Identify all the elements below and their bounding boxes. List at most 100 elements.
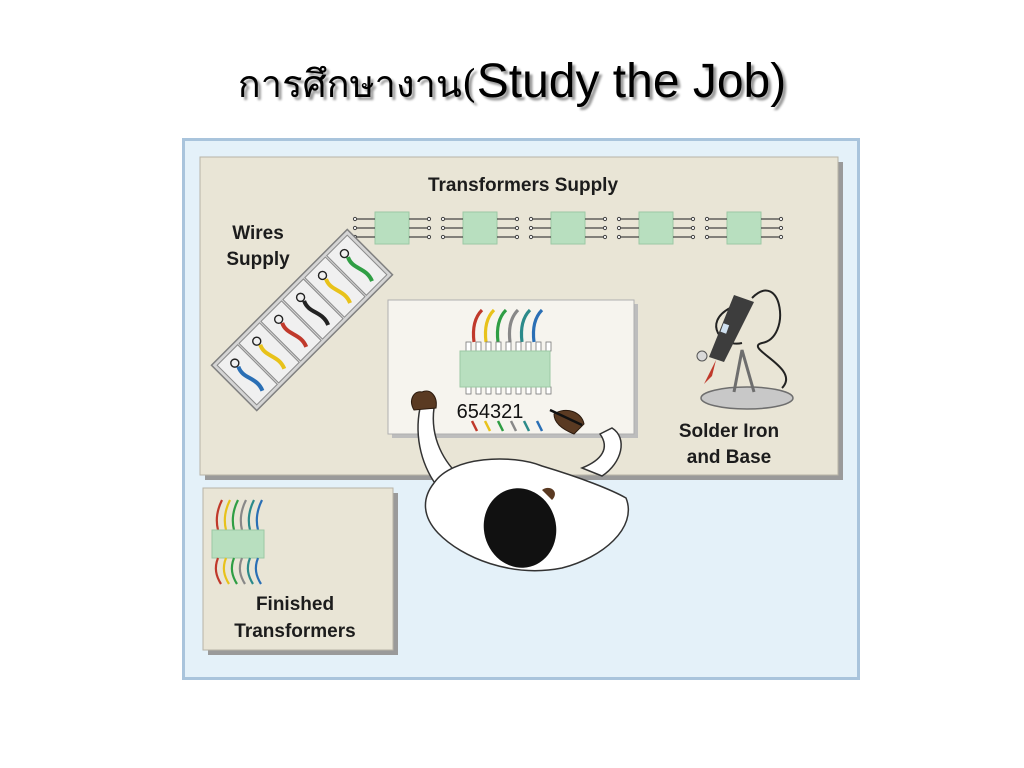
supply-lead-end xyxy=(778,216,784,222)
wire-coil xyxy=(339,248,350,259)
supply-lead-end xyxy=(778,234,784,240)
wire-compartment xyxy=(282,278,344,340)
worker-ear xyxy=(542,487,555,500)
supply-lead-end xyxy=(690,234,696,240)
worker-pen xyxy=(549,408,583,427)
solder-iron-body xyxy=(709,295,754,362)
board-wire-cut xyxy=(509,420,518,432)
board-pin xyxy=(505,386,512,395)
supply-lead-end xyxy=(352,225,358,231)
finished-transformer xyxy=(211,529,265,559)
board-wire-cut xyxy=(470,420,479,432)
title-thai: การศึกษางาน( xyxy=(237,62,477,106)
finished-wire-bottom xyxy=(238,557,246,585)
board-pin xyxy=(465,341,472,352)
solder-knob xyxy=(696,350,708,362)
board-pin xyxy=(495,341,502,352)
board-wire-cut xyxy=(535,420,544,432)
board-pin xyxy=(475,386,482,395)
wire-coil xyxy=(252,336,262,346)
supply-lead-end xyxy=(690,216,696,222)
supply-transformer-body xyxy=(638,211,674,245)
supply-lead-end xyxy=(602,234,608,240)
slide-title: การศึกษางาน(Study the Job) xyxy=(0,58,1024,106)
board-wire xyxy=(519,308,532,343)
board-pin xyxy=(535,341,542,352)
solder-label-line2: and Base xyxy=(687,447,771,468)
board-pin xyxy=(505,341,512,352)
supply-lead-end xyxy=(440,225,446,231)
finished-wire-top xyxy=(215,499,223,531)
board-wire xyxy=(507,308,520,343)
worker-right-arm xyxy=(579,427,622,477)
board-pin xyxy=(485,341,492,352)
solder-iron-tip xyxy=(704,360,716,384)
supply-transformer-body xyxy=(374,211,410,245)
transformers-supply-label: Transformers Supply xyxy=(428,175,618,196)
supply-lead-end xyxy=(528,216,534,222)
solder-base xyxy=(700,386,794,410)
board-wires-top xyxy=(471,308,544,343)
worker-head xyxy=(483,488,557,568)
supply-transformer xyxy=(616,211,696,245)
supply-lead-end xyxy=(528,234,534,240)
board-pin xyxy=(475,341,482,352)
board-wire xyxy=(531,308,544,343)
finished-wire-top xyxy=(255,499,263,531)
board-pin xyxy=(495,386,502,395)
wire-compartment xyxy=(326,234,388,296)
solder-stand xyxy=(732,349,756,393)
wires-supply-label-line2: Supply xyxy=(226,249,290,270)
supply-lead-end xyxy=(616,234,622,240)
wire-strand xyxy=(324,278,352,304)
wire-strand xyxy=(302,300,331,326)
board-pin xyxy=(465,386,472,395)
supply-lead-end xyxy=(440,216,446,222)
supply-transformer xyxy=(440,211,520,245)
supply-lead-end xyxy=(704,234,710,240)
wire-coil xyxy=(295,292,306,303)
solder-iron-and-base xyxy=(696,289,794,410)
supply-lead-end xyxy=(440,234,446,240)
finished-label-line2: Transformers xyxy=(234,621,355,642)
supply-lead-end xyxy=(704,225,710,231)
finished-wire-top xyxy=(247,499,255,531)
wire-compartment xyxy=(216,344,278,406)
supply-lead-end xyxy=(690,225,696,231)
board-wires-bottom xyxy=(470,420,544,432)
board-wire-cut xyxy=(522,420,531,432)
board-wire xyxy=(495,308,508,343)
solder-iron-label xyxy=(720,323,730,334)
workstation-diagram: Transformers Supply Wires Supply Solder … xyxy=(182,138,860,680)
board-pin xyxy=(515,341,522,352)
board-transformer xyxy=(459,350,551,388)
solder-cord-2 xyxy=(715,307,743,345)
board-number: 654321 xyxy=(457,401,524,423)
finished-wire-top xyxy=(231,499,239,531)
wire-coil xyxy=(317,270,328,281)
supply-lead-end xyxy=(778,225,784,231)
wire-compartment xyxy=(260,300,322,362)
title-english: Study the Job) xyxy=(476,55,787,108)
supply-lead-end xyxy=(352,216,358,222)
solder-cord xyxy=(751,289,787,389)
board-pin xyxy=(485,386,492,395)
supply-lead-end xyxy=(528,225,534,231)
supply-lead-end xyxy=(426,216,432,222)
wire-strand xyxy=(280,321,309,348)
wires-supply-label-line1: Wires xyxy=(232,223,284,244)
supply-lead-end xyxy=(616,216,622,222)
finished-wire-bottom xyxy=(214,557,222,585)
finished-wires-bottom xyxy=(214,557,262,585)
wire-coil xyxy=(273,314,284,324)
board-wire-cut xyxy=(496,420,505,432)
supply-lead-end xyxy=(514,216,520,222)
board-pin xyxy=(545,386,552,395)
wire-strand xyxy=(346,256,374,283)
supply-lead-end xyxy=(602,225,608,231)
worker xyxy=(411,390,629,572)
wire-compartment xyxy=(304,256,366,318)
board-pin xyxy=(515,386,522,395)
solder-label-line1: Solder Iron xyxy=(679,421,779,442)
worker-left-hand xyxy=(411,390,437,411)
